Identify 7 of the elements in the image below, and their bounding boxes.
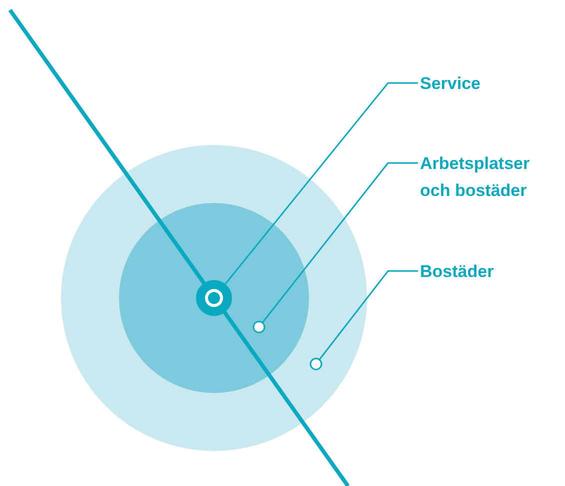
leader-line	[310, 270, 418, 370]
zone-label: Bostäder	[420, 258, 560, 285]
leader-line	[224, 82, 418, 284]
zone-label: Arbetsplatser och bostäder	[420, 150, 560, 204]
center-marker	[196, 280, 232, 316]
zone-label: Service	[420, 70, 560, 97]
leader-line	[252, 162, 418, 334]
